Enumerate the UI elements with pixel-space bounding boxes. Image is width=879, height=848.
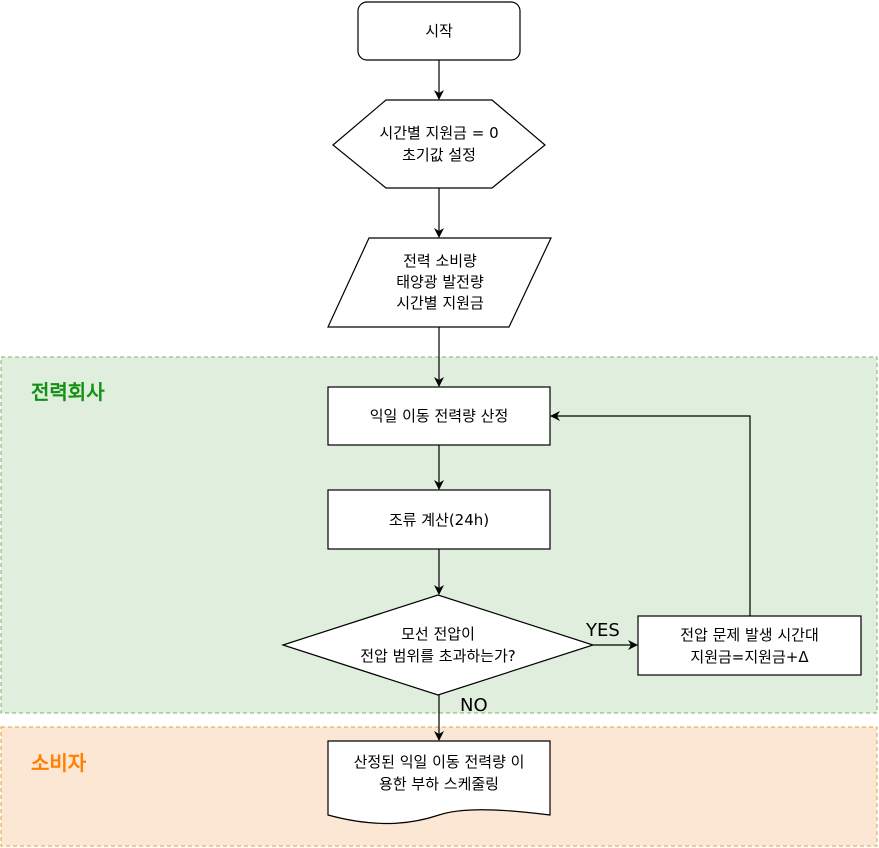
no-edge-label: NO <box>460 695 488 716</box>
adjust-label: 전압 문제 발생 시간대 지원금=지원금+Δ <box>680 625 819 666</box>
company-lane-title: 전력회사 <box>31 380 105 404</box>
adjust-node <box>637 615 862 676</box>
init-label: 시간별 지원금 = 0 초기값 설정 <box>379 124 499 164</box>
input-node <box>327 237 552 328</box>
start-label: 시작 <box>425 22 453 40</box>
consumer-lane-title: 소비자 <box>31 751 87 775</box>
decision-label: 모선 전압이 전압 범위를 초과하는가? <box>360 625 516 665</box>
flow-calc-label: 조류 계산(24h) <box>388 510 490 529</box>
init-node <box>332 99 546 189</box>
schedule-node <box>327 740 551 825</box>
yes-edge-label: YES <box>586 620 620 641</box>
schedule-label: 산정된 익일 이동 전력량 이 용한 부하 스케줄링 <box>353 753 525 793</box>
input-label: 전력 소비량 태양광 발전량 시간별 지원금 <box>396 252 484 312</box>
calc-shift-label: 익일 이동 전력량 산정 <box>369 407 509 425</box>
edge-adjust-loop <box>550 411 751 616</box>
